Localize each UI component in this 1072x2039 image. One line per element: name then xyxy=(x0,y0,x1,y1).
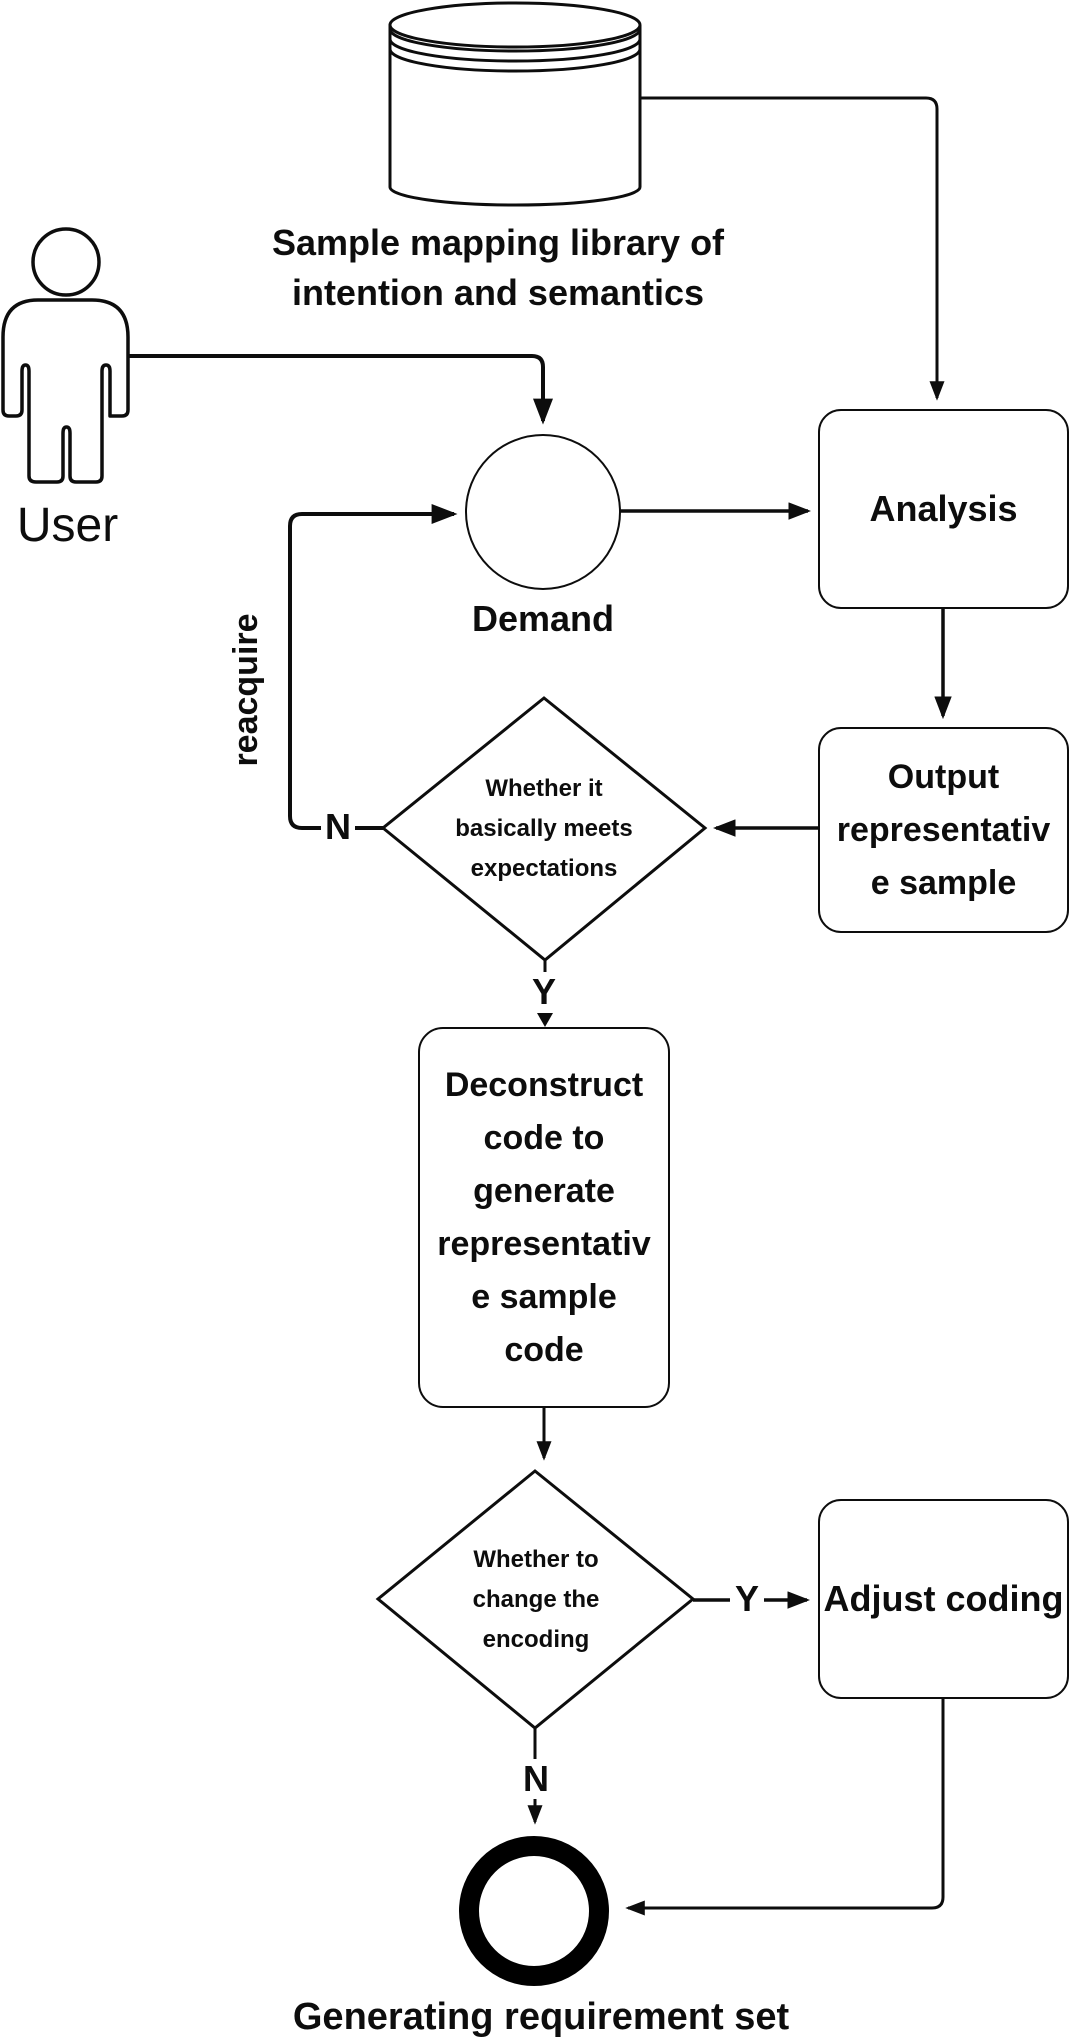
demand-label: Demand xyxy=(471,598,615,639)
decision1-line3: expectations xyxy=(470,855,618,882)
edge-reacquire-loop xyxy=(288,504,458,830)
deconstruct-box xyxy=(418,1027,670,1408)
adjust-coding-box xyxy=(818,1499,1069,1699)
user-icon xyxy=(1,227,130,484)
no-branch-label-expectations: N xyxy=(321,806,355,847)
no-branch-label-encoding: N xyxy=(519,1758,553,1799)
edge-adjust-to-end xyxy=(625,1698,945,1916)
decision2-line2: change the xyxy=(472,1586,600,1613)
edge-database-to-analysis xyxy=(640,96,945,401)
decision-expectations-label: Whether it basically meets expectations xyxy=(384,766,704,892)
deconstruct-line3: generate xyxy=(473,1171,615,1210)
deconstruct-line6: code xyxy=(504,1330,584,1369)
decision-encoding-label: Whether to change the encoding xyxy=(376,1537,696,1663)
user-label: User xyxy=(16,499,119,552)
deconstruct-line5: e sample xyxy=(471,1277,617,1316)
reacquire-edge-label: reacquire xyxy=(226,613,265,767)
decision-expectations-diamond xyxy=(380,696,708,962)
decision2-line1: Whether to xyxy=(473,1546,599,1573)
decision1-line1: Whether it xyxy=(485,775,603,802)
arrowhead-into-deconstruct xyxy=(537,1013,553,1027)
deconstruct-label: Deconstruct code to generate representat… xyxy=(419,1028,669,1407)
output-sample-label: Output representativ e sample xyxy=(819,728,1068,932)
output-line3: e sample xyxy=(870,863,1017,902)
yes-branch-label-expectations: Y xyxy=(527,971,561,1012)
output-line2: representativ xyxy=(836,810,1051,849)
decision2-line3: encoding xyxy=(482,1626,590,1653)
database-label-line1: Sample mapping library of xyxy=(271,222,725,263)
database-icon xyxy=(388,1,642,207)
deconstruct-line4: representativ xyxy=(437,1224,651,1263)
decision-encoding-diamond xyxy=(375,1469,696,1730)
demand-start-circle xyxy=(465,434,621,590)
end-event-circle xyxy=(459,1836,609,1986)
decision1-line2: basically meets xyxy=(455,815,633,842)
output-sample-box xyxy=(818,727,1069,933)
output-line1: Output xyxy=(887,757,1000,796)
database-label: Sample mapping library of intention and … xyxy=(210,218,786,318)
edge-user-to-demand xyxy=(128,354,553,425)
deconstruct-line1: Deconstruct xyxy=(444,1065,644,1104)
analysis-box xyxy=(818,409,1069,609)
deconstruct-line2: code to xyxy=(483,1118,605,1157)
end-event-label: Generating requirement set xyxy=(292,1996,790,2038)
yes-branch-label-encoding: Y xyxy=(730,1578,764,1619)
database-label-line2: intention and semantics xyxy=(291,272,705,313)
adjust-coding-label: Adjust coding xyxy=(823,1578,1064,1619)
analysis-label: Analysis xyxy=(869,488,1018,529)
